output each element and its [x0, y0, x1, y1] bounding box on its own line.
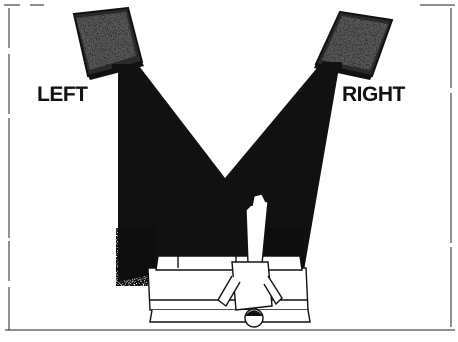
right-speaker-icon — [314, 12, 392, 80]
sound-beams — [116, 62, 340, 286]
left-speaker-label: LEFT — [37, 84, 88, 105]
right-speaker-label: RIGHT — [342, 84, 405, 105]
